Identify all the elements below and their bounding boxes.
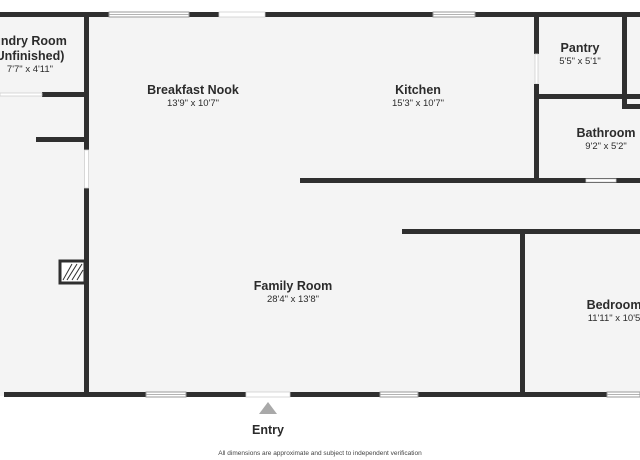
fireplace-hatch-1: [62, 263, 73, 281]
laundry-name-line2: Unfinished): [0, 49, 65, 63]
family-room-dims: 28'4" x 13'8": [266, 294, 320, 305]
floor-area-main: [86, 14, 640, 396]
fireplace-hatch-3: [71, 263, 83, 281]
wall-pantry-bottom: [536, 94, 640, 99]
wall-laundry-bottom: [42, 92, 88, 97]
wall-pantry-right-stub: [622, 104, 640, 109]
label-bathroom: Bathroom 9'2" x 5'2": [576, 126, 635, 153]
label-laundry: undry Room Unfinished) 7'7" x 4'11": [0, 34, 67, 76]
door-pantry: [534, 53, 539, 85]
label-breakfast-nook: Breakfast Nook 13'9" x 10'7": [147, 83, 239, 110]
laundry-name-line1: undry Room: [0, 34, 67, 48]
label-family-room: Family Room 28'4" x 13'8": [254, 279, 333, 306]
entry-door: [245, 391, 291, 398]
label-bedroom: Bedroom 11'11" x 10'5: [587, 298, 640, 325]
wall-kitchen-counter: [300, 178, 640, 183]
door-laundry: [0, 92, 43, 97]
bedroom-name: Bedroom: [586, 298, 640, 312]
fireplace-hatch-4: [76, 269, 84, 281]
wall-pantry-right: [622, 14, 627, 108]
label-pantry: Pantry 5'5" x 5'1": [559, 41, 601, 68]
floor-area-left: [0, 14, 88, 396]
family-room-name: Family Room: [253, 279, 333, 293]
door-gap-left: [84, 149, 89, 189]
pantry-dims: 5'5" x 5'1": [559, 56, 601, 67]
laundry-dims: 7'7" x 4'11": [6, 64, 54, 75]
wall-bottom: [4, 392, 640, 397]
wall-pantry-left-lower: [534, 84, 539, 180]
entry-label: Entry: [252, 423, 284, 437]
pantry-name: Pantry: [560, 41, 600, 55]
breakfast-nook-dims: 13'9" x 10'7": [166, 98, 220, 109]
wall-left-vertical: [84, 14, 89, 150]
dimensions-disclaimer: All dimensions are approximate and subje…: [218, 450, 422, 457]
wall-closet-stub: [36, 137, 88, 142]
door-top: [218, 11, 266, 18]
door-bathroom: [585, 178, 617, 183]
kitchen-dims: 15'3" x 10'7": [391, 98, 445, 109]
bedroom-dims: 11'11" x 10'5: [587, 313, 640, 324]
wall-bedroom-left: [520, 231, 525, 395]
bathroom-name: Bathroom: [576, 126, 636, 140]
wall-left-vertical-lower: [84, 188, 89, 394]
wall-pantry-left: [534, 14, 539, 54]
fireplace-hatch-2: [66, 263, 78, 281]
kitchen-name: Kitchen: [395, 83, 441, 97]
label-kitchen: Kitchen 15'3" x 10'7": [392, 83, 444, 110]
wall-top: [0, 12, 640, 17]
breakfast-nook-name: Breakfast Nook: [147, 83, 239, 97]
entry-arrow-icon: [259, 402, 277, 414]
bathroom-dims: 9'2" x 5'2": [585, 141, 627, 152]
